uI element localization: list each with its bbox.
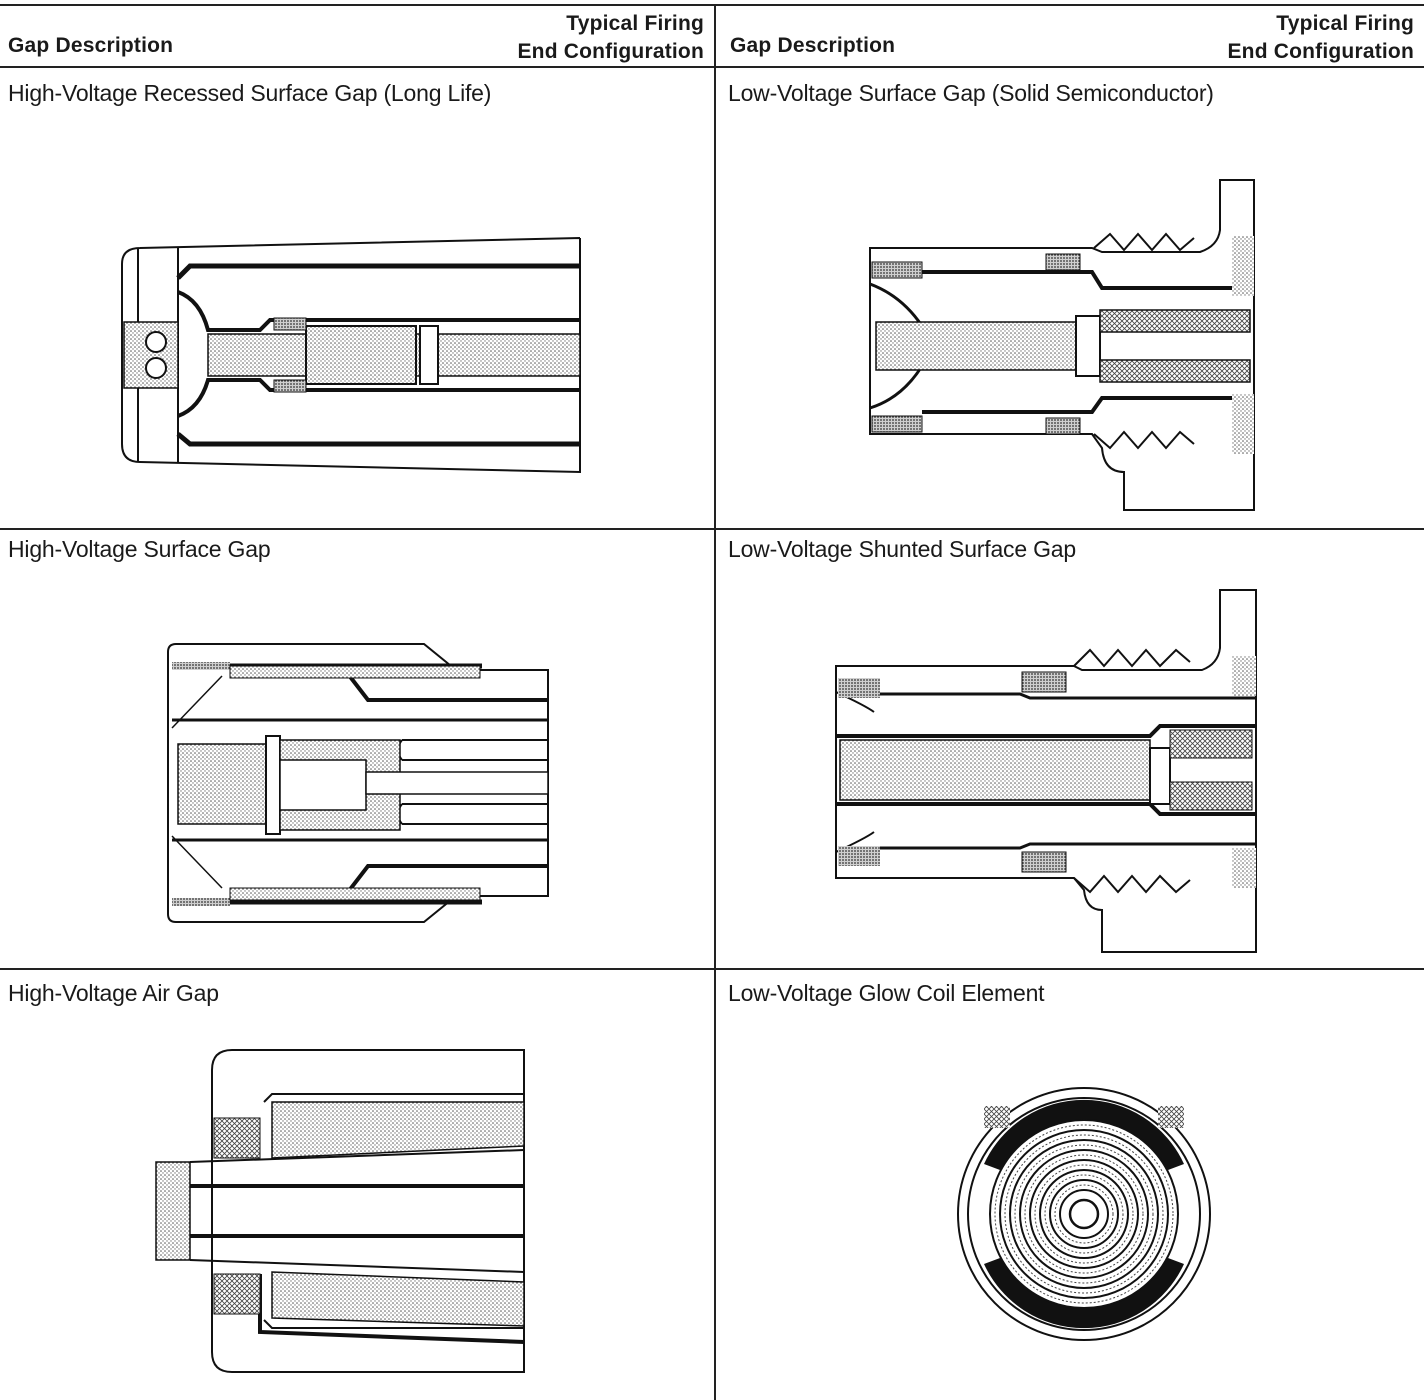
header-firing-line2: End Configuration <box>517 40 704 63</box>
row2-right-title: Low-Voltage Shunted Surface Gap <box>728 536 1076 562</box>
row3-right-title: Low-Voltage Glow Coil Element <box>728 980 1045 1006</box>
row3-left-title: High-Voltage Air Gap <box>8 980 219 1006</box>
header-gap-description: Gap Description <box>8 34 174 57</box>
header-firing-line2: End Configuration <box>1227 40 1414 63</box>
surface-gap-drawing <box>162 640 554 930</box>
header-gap-description: Gap Description <box>730 34 896 57</box>
glow-coil-drawing <box>954 1084 1214 1344</box>
column-divider <box>714 4 716 1400</box>
row2-left-title: High-Voltage Surface Gap <box>8 536 271 562</box>
row1-left-title: High-Voltage Recessed Surface Gap (Long … <box>8 80 492 106</box>
header-typical-firing: Typical Firing End Configuration <box>517 10 704 66</box>
row-rule-1 <box>0 528 1424 530</box>
row-rule-2 <box>0 968 1424 970</box>
recessed-surface-gap-drawing <box>110 230 590 480</box>
table-top-rule <box>0 4 1424 6</box>
header-right: Gap Description Typical Firing End Confi… <box>716 8 1424 64</box>
header-firing-line1: Typical Firing <box>566 12 704 35</box>
row1-right-title: Low-Voltage Surface Gap (Solid Semicondu… <box>728 80 1214 106</box>
header-typical-firing: Typical Firing End Configuration <box>1227 10 1414 66</box>
header-left: Gap Description Typical Firing End Confi… <box>0 8 714 64</box>
air-gap-drawing <box>152 1046 532 1376</box>
header-firing-line1: Typical Firing <box>1276 12 1414 35</box>
shunted-surface-gap-drawing <box>830 586 1262 956</box>
header-rule <box>0 66 1424 68</box>
solid-semiconductor-gap-drawing <box>862 176 1262 516</box>
